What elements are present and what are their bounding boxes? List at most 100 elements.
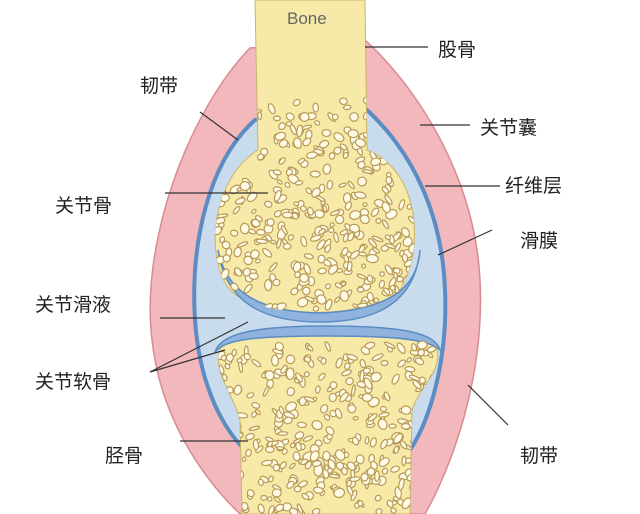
bone-pore: [255, 238, 269, 244]
bone-pore: [239, 181, 251, 192]
bone-pore: [233, 384, 243, 396]
bone-pore: [394, 242, 402, 253]
bone-pore: [334, 296, 341, 303]
bone-pore: [306, 206, 314, 216]
bone-pore: [384, 264, 394, 276]
bone-pore: [256, 153, 265, 161]
bone-pore: [292, 451, 301, 462]
bone-pore: [340, 281, 347, 287]
bone-pore: [412, 379, 422, 390]
bone-pore: [272, 463, 281, 472]
bone-pore: [346, 461, 356, 471]
bone-pore: [294, 180, 304, 186]
bone-pore: [230, 229, 239, 237]
label-femur: 股骨: [438, 39, 476, 61]
bone-pore: [243, 283, 253, 294]
bone-pore: [378, 279, 386, 289]
bone-pore: [320, 404, 329, 414]
bone-pore: [273, 496, 282, 503]
bone-pore: [239, 222, 250, 235]
bone-pore: [348, 223, 361, 233]
bone-pore: [287, 234, 295, 241]
bone-pore: [381, 467, 389, 475]
bone-pore: [333, 132, 345, 143]
bone-pore: [366, 467, 376, 477]
bone-pore: [401, 455, 407, 467]
bone-pore: [346, 353, 359, 361]
bone-pore: [315, 385, 321, 394]
label-fibrous-layer: 纤维层: [505, 175, 562, 197]
bone-pore: [400, 227, 410, 238]
bone-pore: [381, 186, 390, 195]
bone-pore: [286, 480, 295, 489]
bone-pore: [350, 384, 356, 397]
bone-pore: [335, 357, 343, 369]
bone-pore: [222, 254, 231, 263]
bone-pore: [357, 500, 364, 507]
bone-pore: [379, 271, 385, 277]
bone-pore: [309, 450, 320, 462]
tibia-cartilage: [214, 325, 442, 353]
bone-pore: [268, 262, 278, 273]
bone-pore: [242, 267, 252, 277]
bone-pore: [224, 363, 231, 370]
bone-pore: [357, 160, 366, 170]
bone-pore: [274, 341, 284, 352]
bone-pore: [285, 354, 296, 365]
bone-pore: [347, 129, 359, 139]
bone-pore: [243, 255, 253, 266]
bone-pore: [358, 244, 366, 253]
bone-pore: [370, 371, 382, 383]
bone-pore: [369, 437, 377, 448]
bone-pore: [393, 433, 404, 444]
bone-pore: [234, 197, 246, 205]
bone-pore: [278, 122, 286, 131]
bone-pore: [329, 381, 338, 390]
bone-pore: [276, 446, 285, 451]
bone-pore: [371, 353, 384, 362]
bone-pore: [282, 242, 292, 250]
bone-pore: [278, 405, 285, 415]
bone-pore: [266, 218, 275, 227]
bone-pore: [370, 157, 382, 167]
bone-pore: [406, 203, 413, 210]
bone-pore: [383, 287, 391, 296]
bone-pore: [251, 411, 257, 418]
bone-pore: [356, 302, 369, 309]
bone-pore: [380, 438, 388, 450]
bone-pore: [281, 211, 294, 219]
bone-pore: [368, 238, 378, 248]
bone-pore: [300, 458, 309, 466]
bone-pore: [277, 431, 289, 436]
bone-pore: [380, 359, 389, 367]
bone-pore: [333, 146, 342, 155]
bone-pore: [248, 425, 261, 431]
bone-pore: [305, 187, 313, 195]
bone-pore: [383, 391, 391, 402]
bone-pore: [324, 341, 332, 352]
bone-pore: [289, 123, 297, 136]
bone-pore: [351, 436, 360, 446]
bone-pore: [273, 189, 282, 202]
bone-pore: [333, 487, 346, 499]
bone-pore: [320, 357, 327, 365]
bone-pore: [346, 479, 353, 487]
bone-pore: [347, 180, 355, 190]
bone-pore: [254, 408, 261, 416]
ligament-top-leader: [199, 111, 239, 141]
label-tibia: 胫骨: [105, 445, 143, 467]
bone-pore: [288, 507, 299, 514]
bone-pore: [278, 139, 289, 148]
bone-pore: [264, 370, 275, 381]
bone-pore: [366, 291, 374, 302]
bone-pore: [280, 364, 288, 375]
bone-pore: [388, 423, 397, 429]
bone-pore: [251, 218, 261, 228]
bone-pore: [296, 421, 308, 429]
bone-pore: [283, 416, 293, 425]
cartilage-leader-2: [149, 349, 226, 373]
bone-pore: [364, 436, 370, 445]
bone-pore: [312, 507, 321, 514]
bone-pore: [317, 254, 326, 264]
